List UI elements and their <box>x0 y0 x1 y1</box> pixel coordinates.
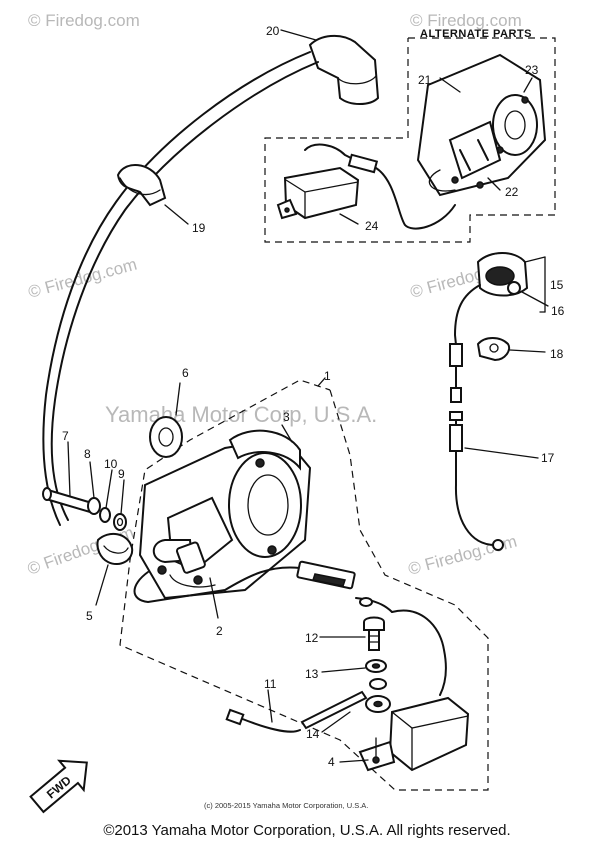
callout-22: 22 <box>505 185 519 199</box>
callout-14: 14 <box>306 727 320 741</box>
callout-23: 23 <box>525 63 539 77</box>
bracket-rod <box>300 690 368 730</box>
high-tension-lead <box>50 61 319 521</box>
callout-2: 2 <box>216 624 223 638</box>
callout-24: 24 <box>365 219 379 233</box>
lead-clamp <box>116 164 167 207</box>
callout-7: 7 <box>62 429 69 443</box>
spring-washer <box>99 507 111 523</box>
callout-13: 13 <box>305 667 319 681</box>
callout-5: 5 <box>86 609 93 623</box>
callout-11: 11 <box>264 677 277 691</box>
footer-copyright: ©2013 Yamaha Motor Corporation, U.S.A. A… <box>103 822 511 839</box>
main-assembly-group: 1 3 2 6 7 <box>42 366 489 791</box>
alt-connector <box>347 153 379 174</box>
alternate-parts-group: ALTERNATE PARTS 21 23 22 24 <box>264 28 556 243</box>
wire-clip <box>476 337 511 362</box>
alt-coil <box>448 120 502 180</box>
grommet <box>149 416 183 458</box>
watermark-yamaha: Yamaha Motor Corp, U.S.A. <box>105 402 377 427</box>
connector-upper <box>449 343 463 367</box>
switch-nut <box>507 281 521 295</box>
callout-18: 18 <box>550 347 564 361</box>
collar <box>113 513 127 531</box>
assembly-outline <box>119 379 489 791</box>
alternate-parts-title: ALTERNATE PARTS <box>420 28 532 40</box>
callout-20: 20 <box>266 24 280 38</box>
callout-1: 1 <box>324 369 331 383</box>
callout-19: 19 <box>192 221 206 235</box>
screw-head <box>363 616 385 631</box>
callout-12: 12 <box>305 631 319 645</box>
forward-arrow: FWD <box>29 759 88 814</box>
spark-plug-cap <box>308 34 380 105</box>
alt-cdi-unit <box>283 166 360 220</box>
plug-cap-group: 20 19 <box>42 24 380 526</box>
callout-3: 3 <box>283 410 290 424</box>
stator-wire <box>133 566 301 603</box>
alternate-parts-box <box>264 37 556 243</box>
cdi-mount-tab <box>358 740 396 772</box>
watermark-firedog-1: © Firedog.com <box>28 11 140 30</box>
alt-flywheel-bore <box>492 94 538 156</box>
callout-17: 17 <box>541 451 555 465</box>
small-copyright: (c) 2005-2015 Yamaha Motor Corporation, … <box>204 801 368 810</box>
terminal-end <box>492 539 504 551</box>
stator-rim <box>228 429 301 471</box>
callout-8: 8 <box>84 447 91 461</box>
cdi-unit <box>388 696 470 772</box>
watermark-firedog-2: © Firedog.com <box>410 11 522 30</box>
screw-shank <box>368 629 380 651</box>
connector-lower <box>449 424 463 452</box>
callout-16: 16 <box>551 304 565 318</box>
callout-21: 21 <box>418 73 432 87</box>
callout-4: 4 <box>328 755 335 769</box>
stator-bore <box>228 452 302 558</box>
callout-10: 10 <box>104 457 118 471</box>
alt-wire <box>304 143 366 166</box>
cable-grommet <box>96 532 134 566</box>
washer <box>87 497 101 515</box>
stop-switch-group: 15 16 17 18 <box>449 252 565 551</box>
wire-connector <box>296 560 356 590</box>
callout-6: 6 <box>182 366 189 380</box>
ground-wire <box>239 717 301 733</box>
lock-washer <box>369 678 387 690</box>
watermark-firedog-6: © Firedog.com <box>406 532 519 579</box>
callout-9: 9 <box>118 467 125 481</box>
callout-15: 15 <box>550 278 564 292</box>
